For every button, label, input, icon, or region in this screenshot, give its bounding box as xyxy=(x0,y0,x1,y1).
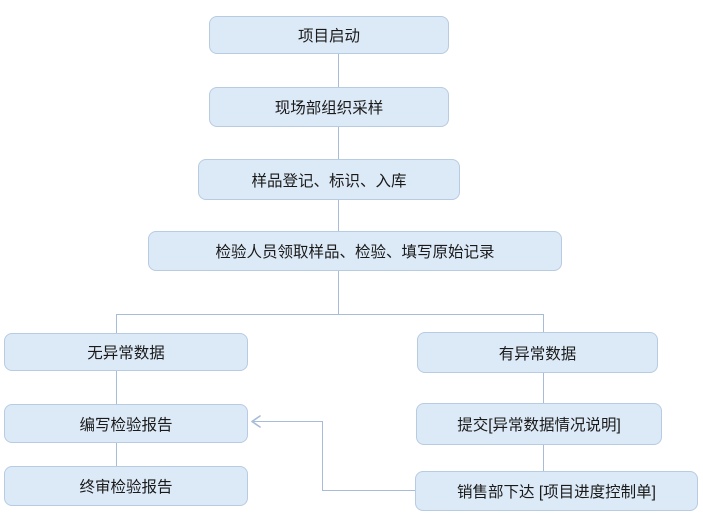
connector-start-sampling xyxy=(338,54,339,87)
connector-noabnormal-writereport xyxy=(116,371,117,404)
flow-node-write-report: 编写检验报告 xyxy=(4,404,248,443)
connector-split-bar xyxy=(116,314,543,315)
connector-abnormal-submitnote xyxy=(543,373,544,403)
connector-registration-inspection xyxy=(338,200,339,231)
connector-sampling-registration xyxy=(338,127,339,159)
connector-split-left-drop xyxy=(116,314,117,333)
connector-feedback-top xyxy=(253,421,322,422)
connector-inspection-split xyxy=(338,271,339,314)
flow-node-field-sampling: 现场部组织采样 xyxy=(209,87,449,127)
flow-node-sample-registration: 样品登记、标识、入库 xyxy=(198,159,460,200)
flow-node-no-abnormal-data: 无异常数据 xyxy=(4,333,248,371)
flow-node-start: 项目启动 xyxy=(209,16,449,54)
flow-node-abnormal-data: 有异常数据 xyxy=(417,332,658,373)
arrowhead-left-icon xyxy=(249,414,262,429)
connector-writereport-finalreview xyxy=(116,443,117,466)
connector-submitnote-salessheet xyxy=(543,445,544,471)
flow-node-final-review-report: 终审检验报告 xyxy=(4,466,248,506)
flow-node-sales-control-sheet: 销售部下达 [项目进度控制单] xyxy=(415,471,698,511)
connector-feedback-bottom xyxy=(322,490,415,491)
flow-node-inspection-record: 检验人员领取样品、检验、填写原始记录 xyxy=(148,231,562,271)
connector-split-right-drop xyxy=(543,314,544,332)
flow-node-submit-abnormal-note: 提交[异常数据情况说明] xyxy=(416,403,662,445)
connector-feedback-riser xyxy=(322,421,323,490)
